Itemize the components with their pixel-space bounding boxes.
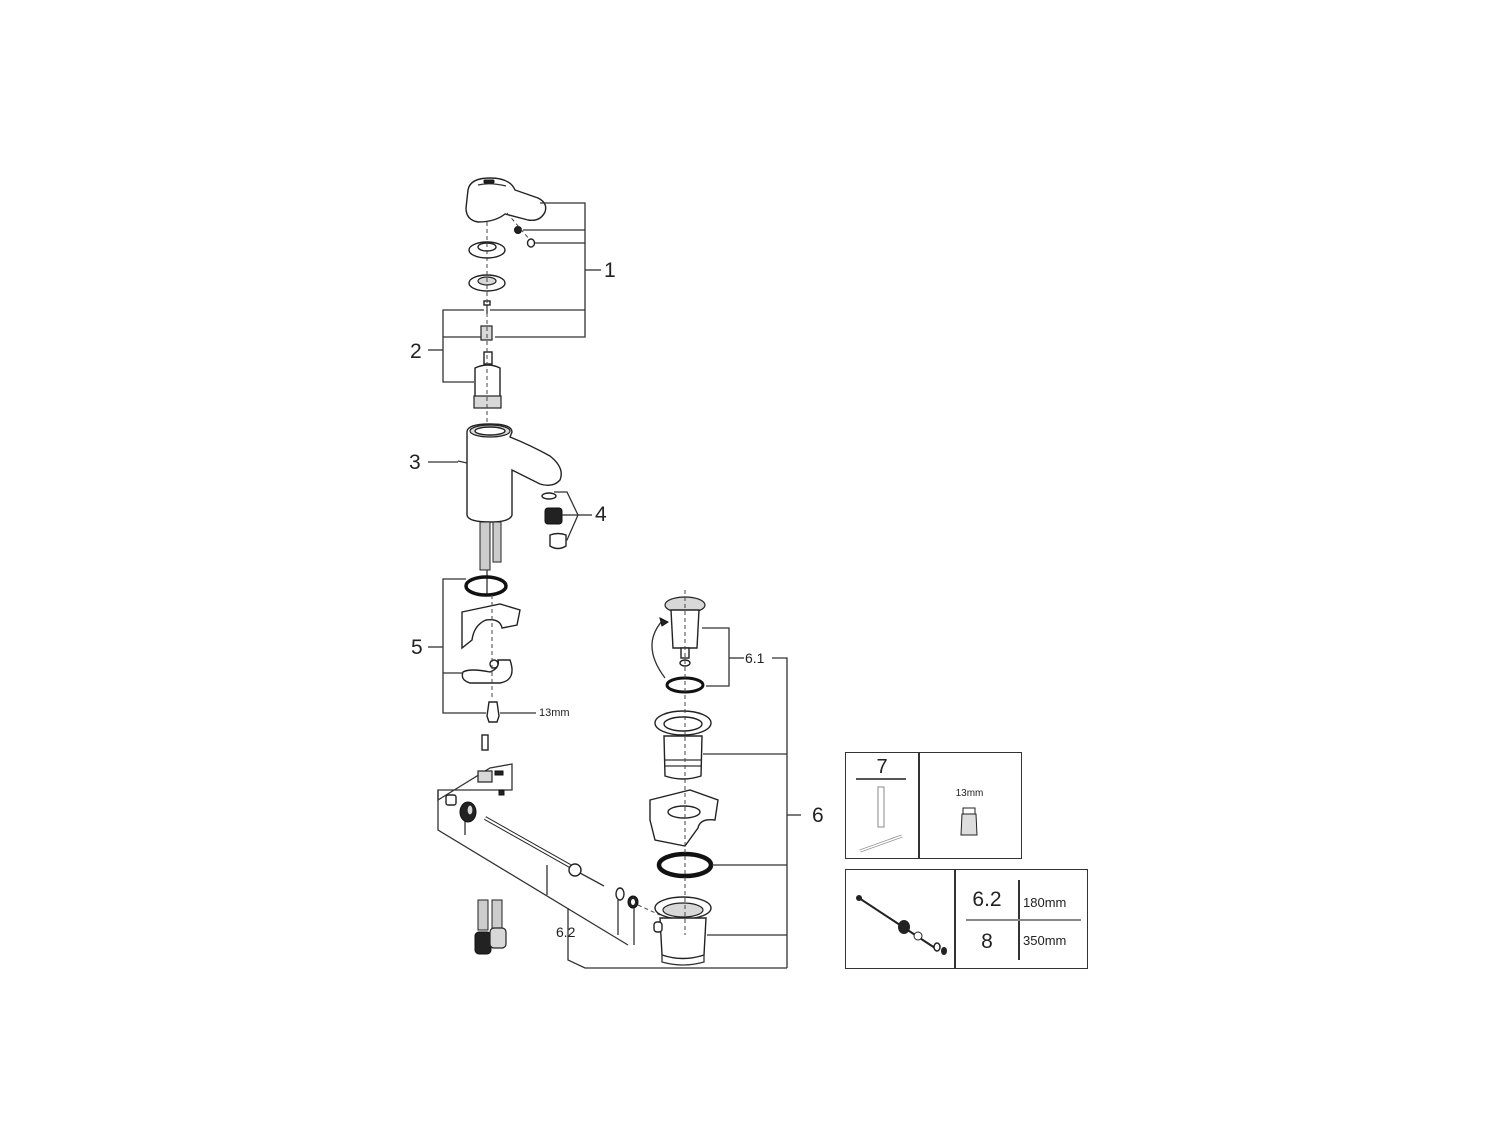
table-row-2-part: 8	[981, 930, 993, 953]
washer-plate	[461, 603, 521, 650]
cartridge	[473, 351, 502, 409]
pivot-washer	[615, 887, 625, 901]
callout-5: 5	[411, 636, 423, 659]
pull-rod	[481, 734, 489, 751]
waste-flange	[654, 710, 712, 780]
clamping-fork	[461, 659, 513, 684]
socket-wrench-icon	[859, 786, 903, 853]
aerator-seal	[541, 492, 557, 500]
wrench-size-label: 13mm	[955, 788, 984, 799]
pivot-ball	[568, 863, 582, 877]
tool-inset-box: 7 13mm	[845, 752, 1022, 859]
tool-number: 7	[876, 756, 888, 778]
callout-6-1: 6.1	[745, 650, 765, 666]
callout-1: 1	[604, 259, 616, 282]
lever-handle	[465, 177, 547, 248]
rod-length-table: 6.2 180mm 8 350mm	[845, 869, 1088, 969]
adapter	[480, 325, 493, 341]
callout-2: 2	[410, 340, 422, 363]
nut-icon	[960, 807, 978, 836]
aerator	[544, 507, 563, 525]
table-row-1-part: 6.2	[972, 888, 1002, 911]
clamp-piece	[477, 770, 493, 783]
pivot-rod-icon	[856, 895, 947, 955]
mixer-body	[457, 423, 562, 523]
waste-body	[653, 896, 712, 966]
callout-6: 6	[812, 804, 824, 827]
table-row-2-length: 350mm	[1023, 933, 1067, 948]
callout-6-2: 6.2	[556, 924, 576, 940]
nut-size-label: 13mm	[539, 707, 570, 719]
table-row-1-length: 180mm	[1023, 895, 1067, 910]
aerator-housing	[549, 532, 567, 550]
rod-connector	[445, 794, 457, 806]
mounting-nut	[486, 701, 500, 723]
o-ring	[464, 575, 508, 597]
connection-hoses	[474, 899, 507, 955]
callout-4: 4	[595, 503, 607, 526]
pop-up-plug	[651, 596, 706, 679]
flex-hose	[479, 521, 491, 571]
callout-3: 3	[409, 451, 421, 474]
